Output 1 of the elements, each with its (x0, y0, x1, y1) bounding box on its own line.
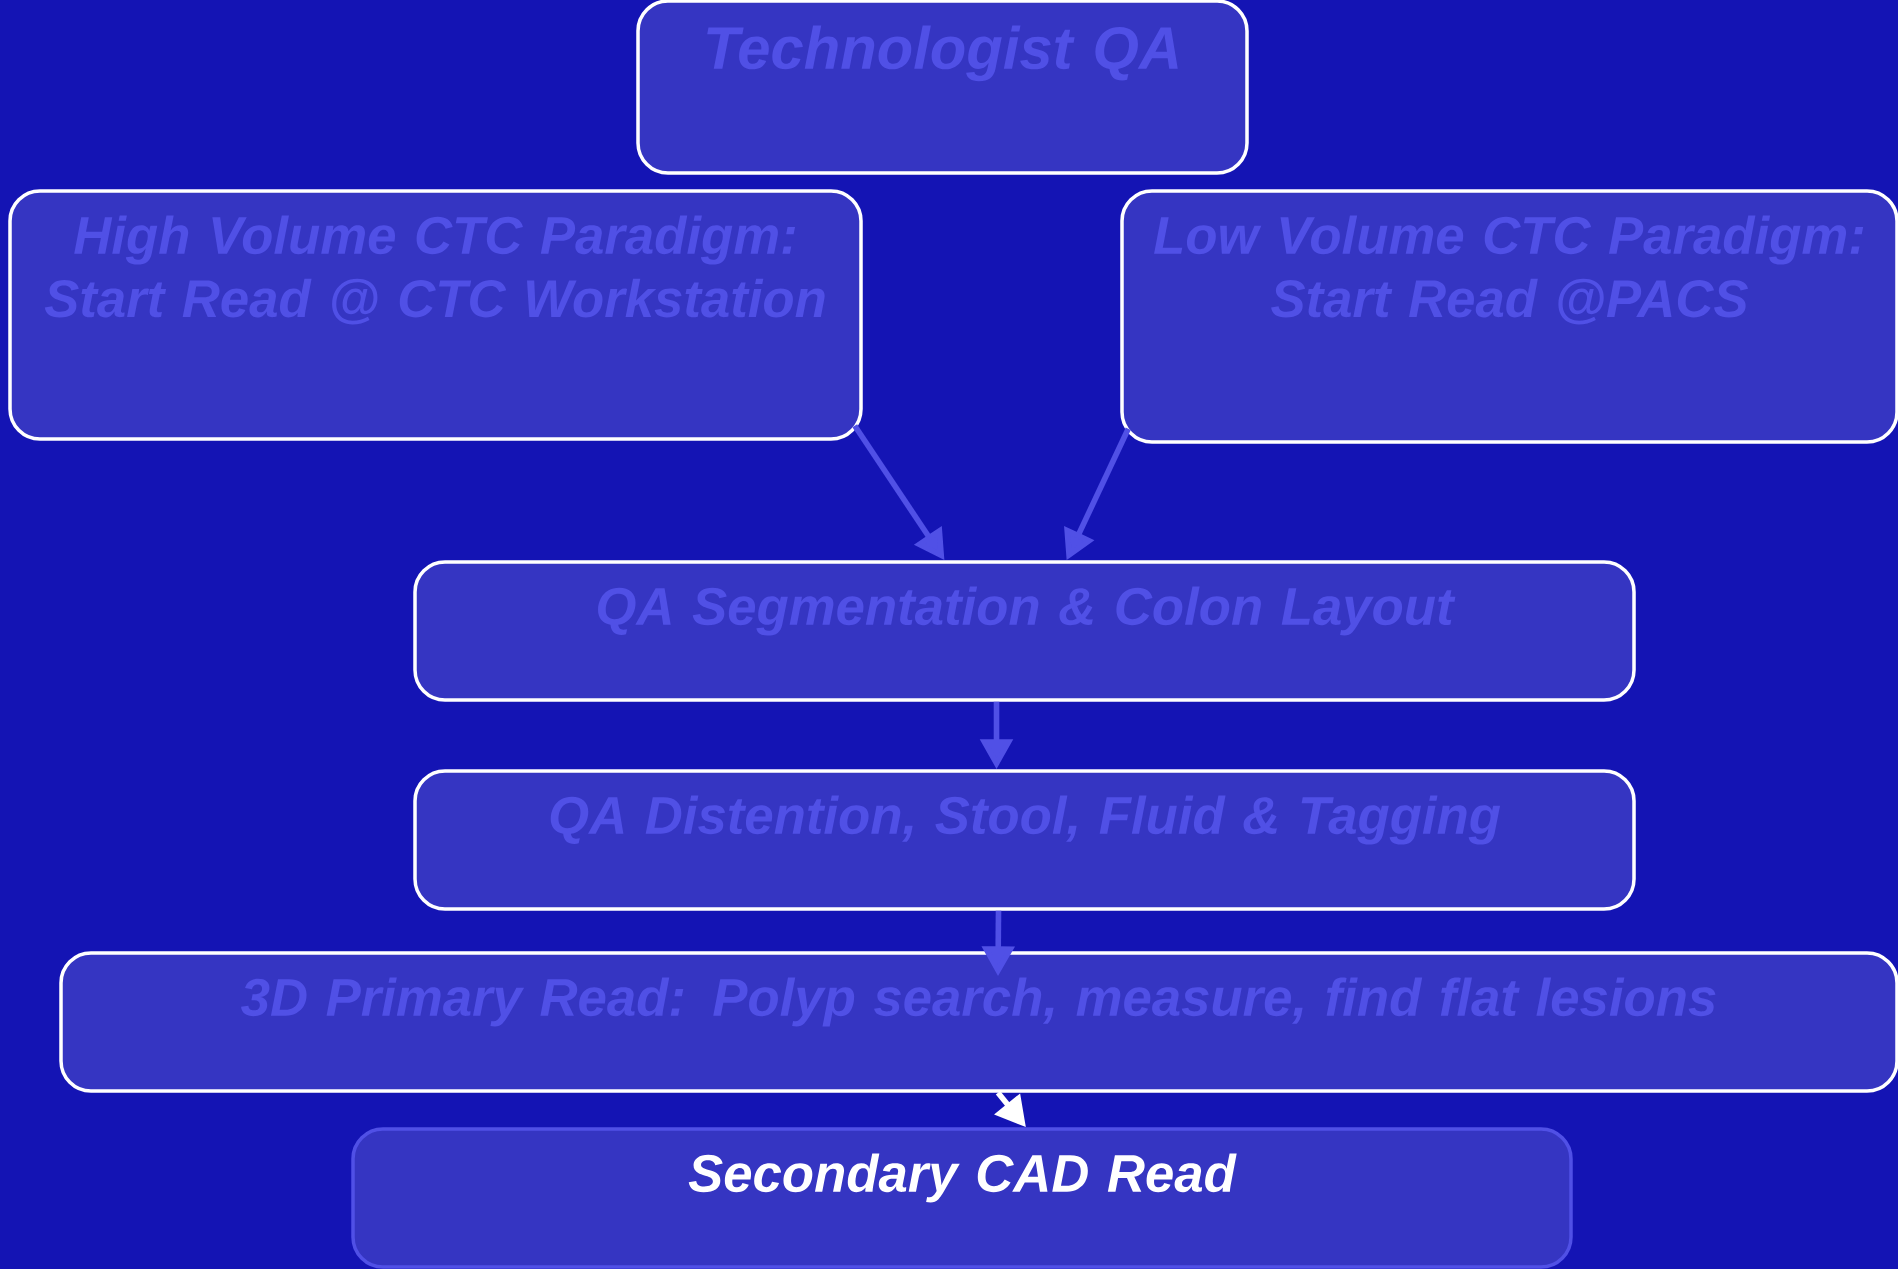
process-box: Secondary CAD Read (351, 1127, 1573, 1269)
